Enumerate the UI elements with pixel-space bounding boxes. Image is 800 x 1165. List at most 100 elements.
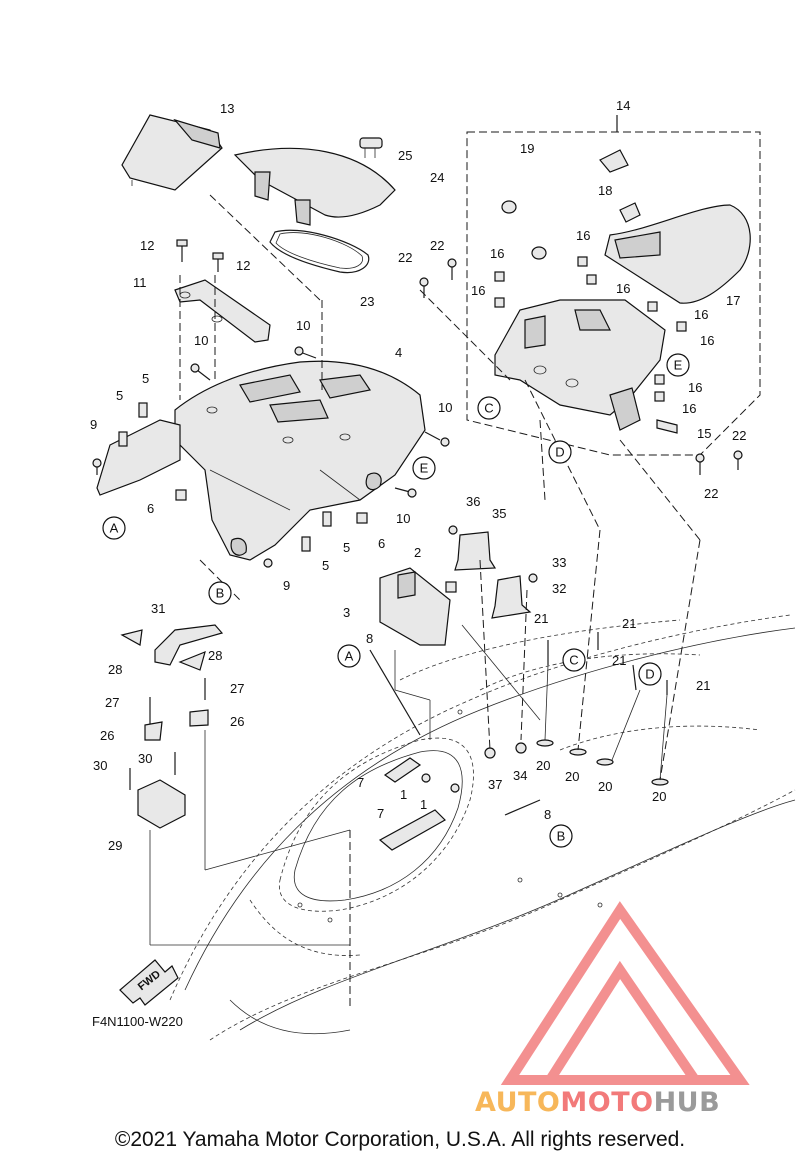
ref-mark-a-upper: A <box>102 516 126 540</box>
callout-27b: 27 <box>105 695 119 710</box>
part-3-box <box>379 567 451 646</box>
callout-10c: 10 <box>438 400 452 415</box>
svg-text:E: E <box>420 461 429 476</box>
callout-1a: 1 <box>400 787 407 802</box>
part-9-screws <box>92 458 273 568</box>
part-21-rods <box>544 632 668 781</box>
part-23-seal <box>269 229 370 274</box>
ref-mark-a-lower: A <box>337 644 361 668</box>
part-24-lid <box>233 147 396 226</box>
svg-text:A: A <box>110 521 119 536</box>
callout-16f: 16 <box>700 333 714 348</box>
callout-27a: 27 <box>230 681 244 696</box>
storage-box <box>494 299 666 431</box>
part-34-37-grommets <box>484 742 527 759</box>
callout-10d: 10 <box>396 511 410 526</box>
part-25-latch <box>359 137 383 158</box>
callout-29: 29 <box>108 838 122 853</box>
ref-mark-c-lower: C <box>562 648 586 672</box>
ref-mark-b-lower: B <box>549 824 573 848</box>
svg-text:C: C <box>569 653 578 668</box>
callout-26b: 26 <box>100 728 114 743</box>
callout-9a: 9 <box>90 417 97 432</box>
callout-18: 18 <box>598 183 612 198</box>
ref-mark-b-upper: B <box>208 581 232 605</box>
callout-25: 25 <box>398 148 412 163</box>
callout-16b: 16 <box>490 246 504 261</box>
ref-mark-e-lower: E <box>412 456 436 480</box>
callout-22b: 22 <box>398 250 412 265</box>
part-35-boot <box>454 531 497 571</box>
hull-outline <box>169 614 796 1041</box>
callout-36: 36 <box>466 494 480 509</box>
callout-23: 23 <box>360 294 374 309</box>
callout-20b: 20 <box>565 769 579 784</box>
callout-9b: 9 <box>283 578 290 593</box>
callout-6b: 6 <box>378 536 385 551</box>
watermark-hub: HUB <box>653 1087 721 1118</box>
callout-22a: 22 <box>430 238 444 253</box>
callout-7a: 7 <box>357 775 364 790</box>
callout-11: 11 <box>133 275 147 290</box>
part-32-boot <box>491 575 532 619</box>
callout-26a: 26 <box>230 714 244 729</box>
callout-8a: 8 <box>366 631 373 646</box>
callout-5d: 5 <box>322 558 329 573</box>
callout-5a: 5 <box>142 371 149 386</box>
ref-mark-e-upper: E <box>666 353 690 377</box>
part-29-cover <box>137 779 186 829</box>
svg-text:D: D <box>645 667 654 682</box>
part-6-clips <box>175 489 368 524</box>
part-22-bolts <box>419 258 743 475</box>
part-30-bolts <box>129 752 176 790</box>
callout-34: 34 <box>513 768 527 783</box>
fwd-direction-arrow: FWD <box>119 959 179 1006</box>
ref-mark-d-upper: D <box>548 440 572 464</box>
callout-16d: 16 <box>616 281 630 296</box>
callout-16c: 16 <box>471 283 485 298</box>
svg-text:E: E <box>674 358 683 373</box>
callout-3: 3 <box>343 605 350 620</box>
callout-8b: 8 <box>544 807 551 822</box>
part-5-pads <box>118 402 332 552</box>
callout-35: 35 <box>492 506 506 521</box>
svg-text:B: B <box>557 829 566 844</box>
callout-2: 2 <box>414 545 421 560</box>
svg-text:C: C <box>484 401 493 416</box>
part-20-clips <box>536 739 669 786</box>
callout-20d: 20 <box>652 789 666 804</box>
watermark-moto: MOTO <box>560 1087 654 1118</box>
callout-22c: 22 <box>732 428 746 443</box>
callout-21b: 21 <box>622 616 636 631</box>
part-13-cover <box>121 114 223 191</box>
ref-mark-c-upper: C <box>477 396 501 420</box>
callout-21d: 21 <box>696 678 710 693</box>
part-33-screw <box>528 573 538 583</box>
ref-mark-d-lower: D <box>638 662 662 686</box>
part-12-screws <box>176 239 224 272</box>
part-28-pads <box>120 629 206 671</box>
part-7-brackets <box>378 757 446 851</box>
part-10-bolts <box>190 346 450 498</box>
part-8-rod <box>369 649 541 816</box>
callout-16a: 16 <box>576 228 590 243</box>
svg-text:D: D <box>555 445 564 460</box>
part-31-bracket <box>154 624 224 666</box>
copyright-notice: ©2021 Yamaha Motor Corporation, U.S.A. A… <box>114 1128 686 1151</box>
callout-28b: 28 <box>108 662 122 677</box>
callout-33: 33 <box>552 555 566 570</box>
callout-12a: 12 <box>140 238 154 253</box>
svg-text:B: B <box>216 586 225 601</box>
reference-marks: A B C D E E A <box>102 353 690 848</box>
callout-15: 15 <box>697 426 711 441</box>
callout-6a: 6 <box>147 501 154 516</box>
callout-21a: 21 <box>534 611 548 626</box>
parts-16-18-19-small <box>494 149 687 434</box>
callout-4: 4 <box>395 345 402 360</box>
leader-lines <box>149 194 701 1010</box>
part-9-side-panel <box>96 419 181 496</box>
callout-1b: 1 <box>420 797 427 812</box>
callout-7b: 7 <box>377 806 384 821</box>
